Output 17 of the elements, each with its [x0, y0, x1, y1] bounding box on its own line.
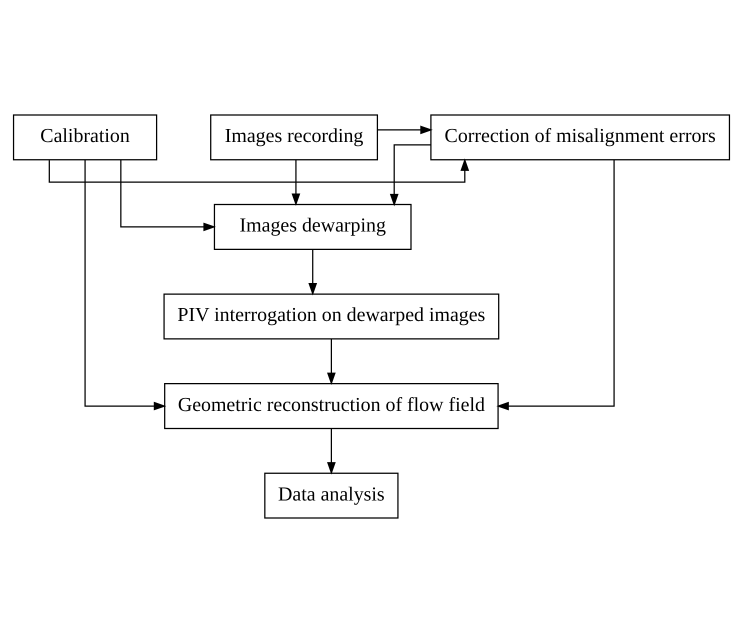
node-box: Images recording: [210, 114, 378, 160]
arrow: [120, 159, 216, 231]
arrow: [308, 249, 318, 295]
node-box: Images dewarping: [214, 203, 412, 250]
arrow: [496, 159, 615, 410]
arrow: [48, 158, 470, 182]
node-box: Data analysis: [264, 472, 399, 518]
arrow: [84, 159, 166, 410]
node-box: PIV interrogation on dewarped images: [163, 292, 500, 340]
node-box: Geometric reconstruction of flow field: [164, 382, 499, 429]
arrow: [378, 125, 433, 134]
arrow: [292, 159, 300, 206]
node-box: Calibration: [12, 114, 158, 160]
arrow: [327, 428, 336, 474]
node-box: Correction of misalignment errors: [430, 114, 730, 160]
arrow: [327, 338, 336, 385]
arrow: [390, 144, 430, 206]
